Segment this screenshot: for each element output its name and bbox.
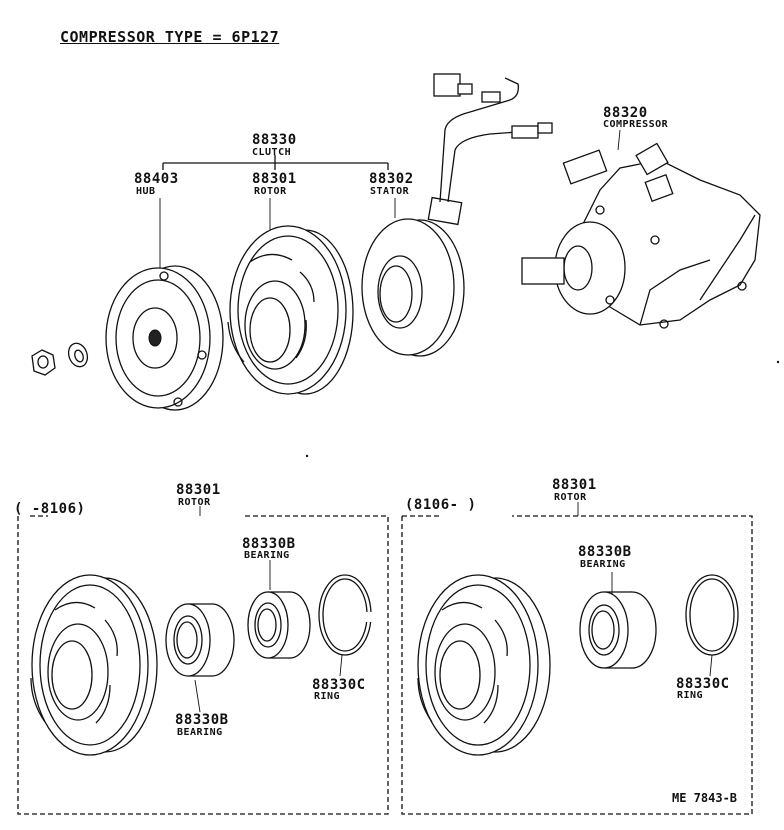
clutch-bracket <box>162 155 389 170</box>
clutch-number: 88330 <box>252 132 297 148</box>
compressor-part <box>521 142 761 329</box>
right-range-label: (8106- ) <box>405 497 477 513</box>
stray-dot <box>305 454 309 458</box>
right-bearing-part <box>579 591 657 669</box>
left-bearing-b-name: BEARING <box>244 550 290 561</box>
stator-part <box>361 196 465 357</box>
right-rotor-part <box>417 574 551 756</box>
washer-part <box>67 342 89 368</box>
left-ring-leader <box>339 654 343 677</box>
stator-number: 88302 <box>369 171 414 187</box>
left-variant-box <box>17 506 389 815</box>
clutch-name: CLUTCH <box>252 147 292 158</box>
rotor-name: ROTOR <box>254 186 287 197</box>
left-ring-number: 88330C <box>312 677 366 693</box>
hub-part <box>105 265 224 411</box>
compressor-name: COMPRESSOR <box>603 119 669 130</box>
left-bearing-b-part <box>247 591 311 659</box>
hub-number: 88403 <box>134 171 179 187</box>
wire-harness <box>433 73 553 203</box>
stray-dot <box>776 360 780 364</box>
left-rotor-name: ROTOR <box>178 497 211 508</box>
right-ring-name: RING <box>677 690 704 701</box>
left-bearing-a-number: 88330B <box>175 712 229 728</box>
right-bearing-number: 88330B <box>578 544 632 560</box>
left-bearing-b-number: 88330B <box>242 536 296 552</box>
hub-name: HUB <box>136 186 156 197</box>
left-bearing-a-part <box>165 603 235 677</box>
right-bearing-name: BEARING <box>580 559 626 570</box>
right-ring-leader <box>709 654 713 677</box>
left-rotor-number: 88301 <box>176 482 221 498</box>
right-ring-part <box>685 574 739 656</box>
right-rotor-name: ROTOR <box>554 492 587 503</box>
figure-reference: ME 7843-B <box>672 791 738 805</box>
compressor-leader <box>617 129 621 151</box>
left-range-label: ( -8106) <box>14 501 86 517</box>
left-ring-part <box>318 574 374 656</box>
compressor-type-title: COMPRESSOR TYPE = 6P127 <box>60 28 280 46</box>
right-ring-number: 88330C <box>676 676 730 692</box>
right-rotor-number: 88301 <box>552 477 597 493</box>
rotor-part <box>227 225 354 395</box>
left-ring-name: RING <box>314 691 341 702</box>
nut-part <box>31 349 56 376</box>
stator-name: STATOR <box>370 186 410 197</box>
left-bearing-a-leader <box>194 679 201 713</box>
left-rotor-part <box>30 574 158 756</box>
right-variant-box <box>401 502 753 815</box>
rotor-number: 88301 <box>252 171 297 187</box>
compressor-number: 88320 <box>603 105 648 121</box>
left-bearing-a-name: BEARING <box>177 727 223 738</box>
